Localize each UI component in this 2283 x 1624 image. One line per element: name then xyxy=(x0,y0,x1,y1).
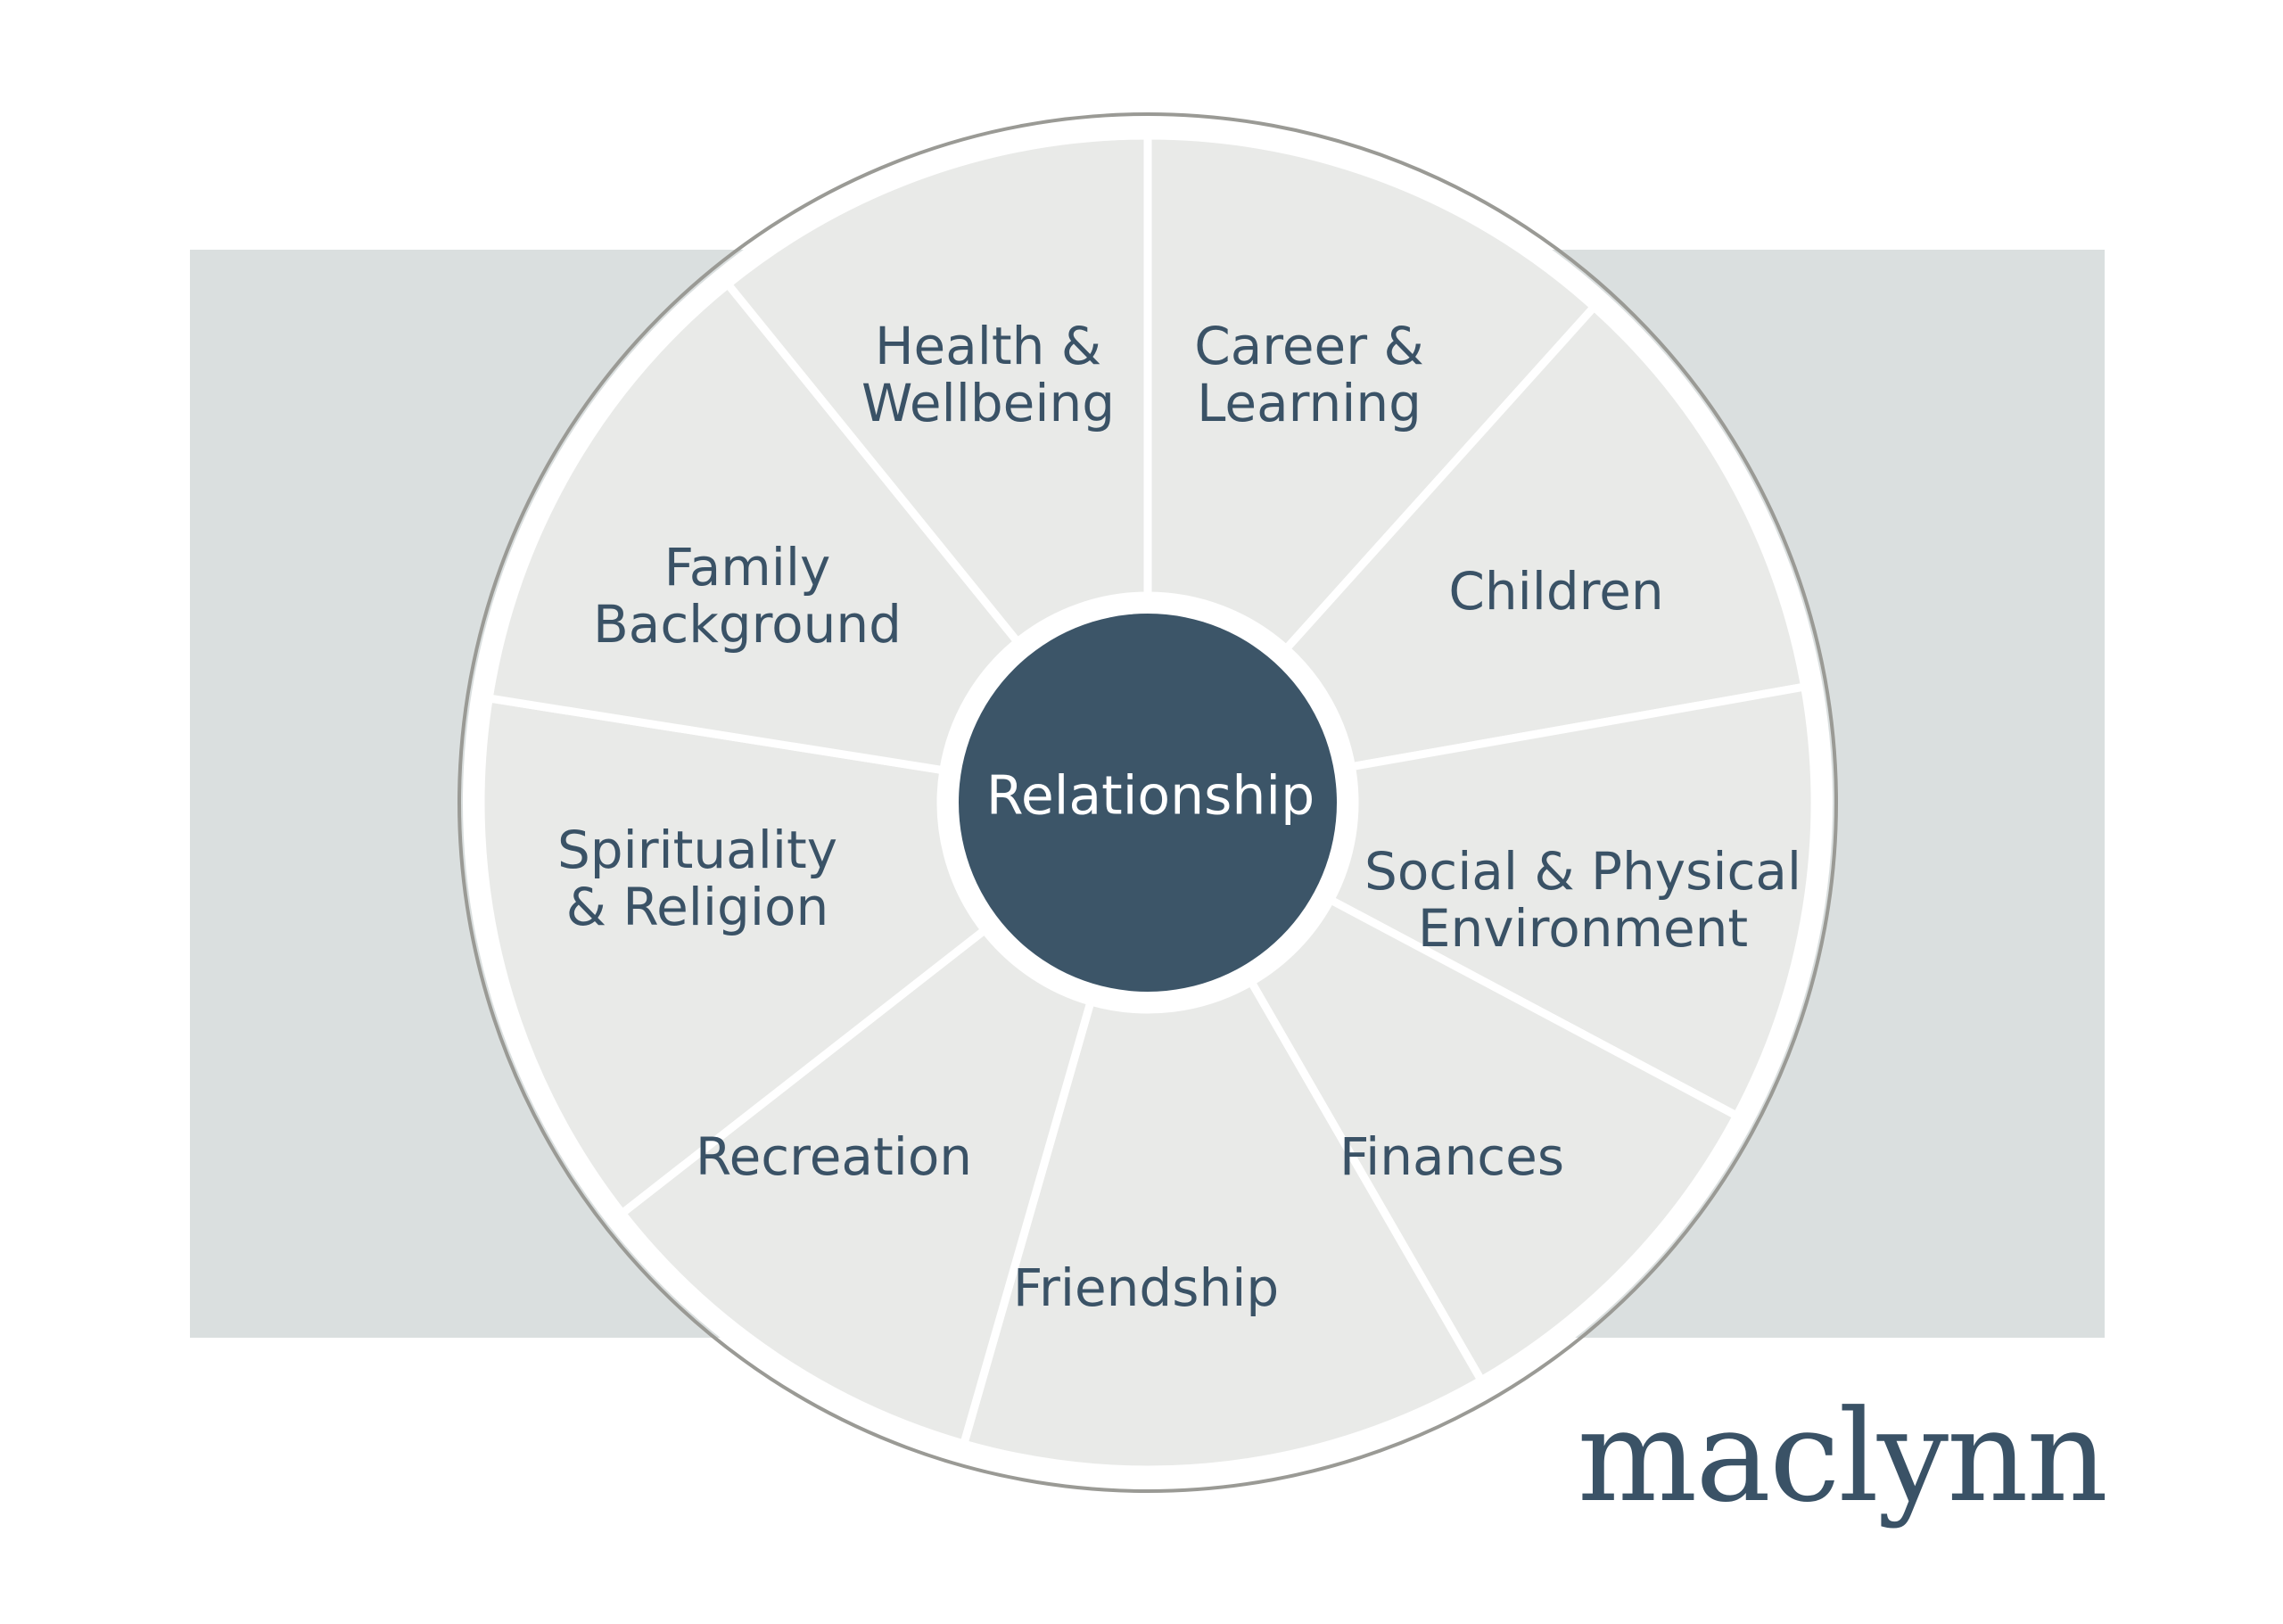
segment-label: Finances xyxy=(1339,1126,1564,1187)
segment-label: Children xyxy=(1448,561,1663,622)
segment-label: Recreation xyxy=(696,1126,972,1187)
segment-label: Friendship xyxy=(1013,1257,1279,1318)
center-label: Relationship xyxy=(986,765,1315,828)
segment-label-line: Learning xyxy=(1197,373,1422,433)
wheel-segment xyxy=(960,977,1486,1474)
segment-label-line: Recreation xyxy=(696,1126,972,1187)
segment-label-line: Background xyxy=(593,594,902,655)
segment-label: Health &Wellbeing xyxy=(861,316,1115,433)
segment-label-line: Wellbeing xyxy=(861,373,1115,433)
segment-label: Spirituality& Religion xyxy=(557,820,837,937)
segment-label-line: Spirituality xyxy=(557,820,837,880)
segment-label: Career &Learning xyxy=(1194,316,1424,433)
segment-label-line: Health & xyxy=(875,316,1101,376)
outer-ring xyxy=(457,112,1838,1493)
brand-logo: maclynn xyxy=(1578,1383,2106,1530)
wheel-segments xyxy=(476,131,1819,1474)
hub-circle xyxy=(959,614,1337,992)
segment-labels: Health &Wellbeing Career &LearningChildre… xyxy=(557,316,1801,1318)
segment-label-line: Finances xyxy=(1339,1126,1564,1187)
wheel-segment xyxy=(723,131,1152,647)
segment-label-line: Children xyxy=(1448,561,1663,622)
segment-label-line: Career & xyxy=(1194,316,1424,376)
segment-label-line: Family xyxy=(664,537,831,598)
segment-label-line: Friendship xyxy=(1013,1257,1279,1318)
segment-label-line: Social & Physical xyxy=(1364,841,1801,902)
segment-label-line: & Religion xyxy=(566,877,828,937)
segment-label-line: Environment xyxy=(1418,898,1748,959)
